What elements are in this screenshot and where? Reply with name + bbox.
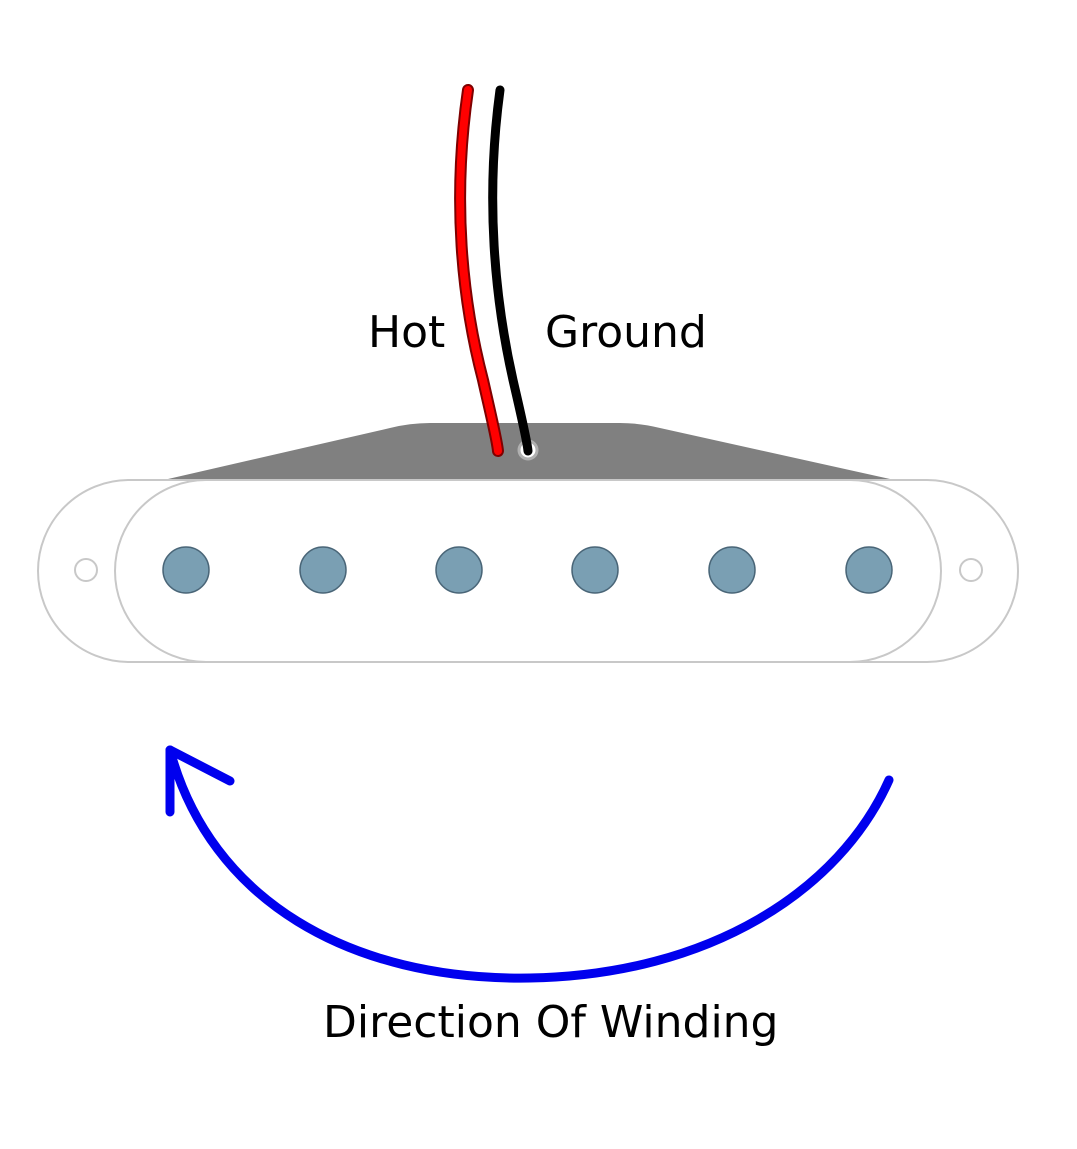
mounting-hole-right xyxy=(959,558,983,582)
pickup-cover-inner xyxy=(114,479,942,663)
mounting-hole-left xyxy=(74,558,98,582)
ground-wire xyxy=(488,85,533,456)
pole-piece xyxy=(708,546,756,594)
pole-piece xyxy=(845,546,893,594)
pole-piece xyxy=(571,546,619,594)
winding-direction-label: Direction Of Winding xyxy=(323,997,779,1048)
hot-wire xyxy=(456,86,502,455)
winding-arrow-curve xyxy=(165,745,894,983)
pole-piece xyxy=(299,546,347,594)
pole-piece xyxy=(435,546,483,594)
winding-arrow-head xyxy=(165,745,235,817)
pole-pieces xyxy=(162,546,893,594)
pole-piece xyxy=(162,546,210,594)
hot-wire-label: Hot xyxy=(368,307,446,358)
ground-wire-label: Ground xyxy=(545,307,707,358)
